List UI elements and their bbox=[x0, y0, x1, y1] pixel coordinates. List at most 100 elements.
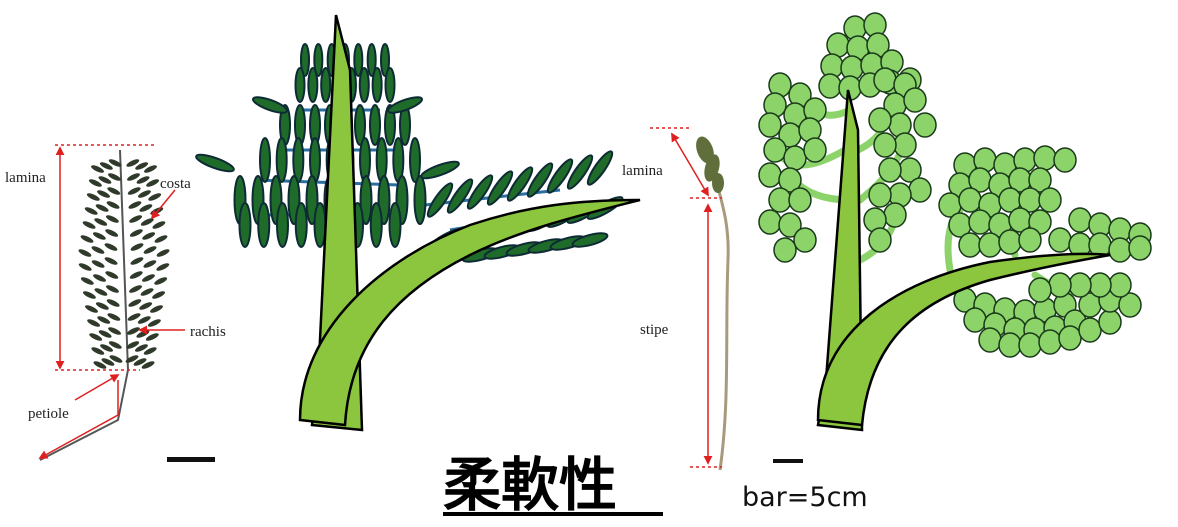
leaflet bbox=[128, 214, 143, 224]
scale-bar-right bbox=[773, 459, 803, 463]
label-rachis: rachis bbox=[190, 324, 226, 340]
leaflet bbox=[129, 270, 144, 280]
scale-text: bar=5cm bbox=[742, 482, 868, 513]
dark-leaflet bbox=[308, 68, 317, 102]
round-leaflet bbox=[959, 233, 981, 257]
leaflet bbox=[127, 298, 142, 308]
round-leaflet bbox=[1079, 318, 1101, 342]
leaflet bbox=[106, 298, 121, 308]
dark-leaflet bbox=[277, 203, 288, 247]
dark-leaflet bbox=[277, 138, 287, 182]
round-leaflet bbox=[1069, 208, 1091, 232]
round-leaflet bbox=[819, 74, 841, 98]
leaflet bbox=[153, 276, 168, 286]
round-leaflet bbox=[914, 113, 936, 137]
leaflet bbox=[140, 287, 155, 297]
round-leaflet bbox=[769, 188, 791, 212]
round-leaflet bbox=[964, 308, 986, 332]
round-leaflet bbox=[1069, 273, 1091, 297]
leaflet bbox=[95, 301, 110, 311]
dark-leaflet bbox=[571, 231, 608, 250]
leaflet bbox=[104, 270, 119, 280]
title-flexibility: 柔軟性 bbox=[443, 451, 617, 519]
title-underline bbox=[443, 512, 663, 516]
fern-illustration-round bbox=[759, 13, 1151, 430]
leaflet bbox=[143, 245, 158, 255]
round-leaflet bbox=[979, 328, 1001, 352]
leaflet bbox=[94, 287, 109, 297]
round-leaflet bbox=[1059, 326, 1081, 350]
leaflet bbox=[141, 273, 156, 283]
dark-leaflet bbox=[370, 105, 380, 145]
leaflet bbox=[156, 248, 171, 258]
round-leaflet bbox=[1089, 273, 1111, 297]
dark-leaflet bbox=[386, 68, 395, 102]
leaflet bbox=[128, 200, 143, 210]
leaflet bbox=[149, 304, 164, 314]
round-leaflet bbox=[1019, 333, 1041, 357]
leaflet bbox=[84, 304, 99, 314]
dark-leaflet bbox=[251, 94, 288, 116]
round-leaflet bbox=[909, 178, 931, 202]
leaflet bbox=[138, 203, 153, 213]
dark-leaflet bbox=[373, 68, 382, 102]
round-leaflet bbox=[869, 108, 891, 132]
label-costa: costa bbox=[160, 176, 191, 192]
stipe-photo bbox=[710, 150, 728, 470]
lamina-photo bbox=[693, 134, 724, 193]
round-leaflet bbox=[1034, 146, 1056, 170]
leaflet bbox=[82, 220, 97, 230]
round-leaflet bbox=[789, 188, 811, 212]
round-leaflet bbox=[804, 138, 826, 162]
leaflet bbox=[130, 242, 145, 252]
fern-specimen-left: lamina costa rachis petiole bbox=[5, 145, 226, 462]
label-lamina-left: lamina bbox=[5, 170, 46, 186]
leaflet bbox=[84, 206, 99, 216]
dark-leaflet bbox=[410, 138, 420, 182]
round-leaflet bbox=[1109, 273, 1131, 297]
label-stipe: stipe bbox=[640, 322, 669, 338]
round-leaflet bbox=[764, 138, 786, 162]
leaflet bbox=[141, 231, 156, 241]
leaflet bbox=[104, 256, 119, 266]
label-lamina-right: lamina bbox=[622, 163, 663, 179]
round-leaflet bbox=[874, 68, 896, 92]
round-leaflet bbox=[1049, 273, 1071, 297]
round-leaflet bbox=[959, 188, 981, 212]
dark-leaflet bbox=[390, 203, 401, 247]
leaflet bbox=[106, 200, 121, 210]
label-petiole: petiole bbox=[28, 406, 69, 422]
leaflet bbox=[142, 259, 157, 269]
dark-leaflet bbox=[371, 203, 382, 247]
round-leaflet bbox=[879, 158, 901, 182]
leaflet bbox=[80, 234, 95, 244]
round-leaflet bbox=[999, 333, 1021, 357]
dark-leaflet bbox=[194, 151, 235, 174]
round-leaflet bbox=[979, 233, 1001, 257]
round-leaflet bbox=[869, 183, 891, 207]
leaflet bbox=[104, 228, 119, 238]
round-leaflet bbox=[874, 133, 896, 157]
round-leaflet bbox=[1039, 188, 1061, 212]
round-leaflet bbox=[1054, 148, 1076, 172]
round-leaflet bbox=[759, 163, 781, 187]
round-leaflet bbox=[869, 228, 891, 252]
round-leaflet bbox=[784, 146, 806, 170]
leaflet bbox=[130, 256, 145, 266]
dark-leaflet bbox=[296, 68, 305, 102]
leaflet bbox=[91, 259, 106, 269]
dark-leaflet bbox=[321, 68, 330, 102]
round-leaflet bbox=[1049, 228, 1071, 252]
round-leaflet bbox=[794, 228, 816, 252]
leaflet bbox=[91, 245, 106, 255]
fern-illustration-dark bbox=[194, 15, 640, 430]
scale-bar-left bbox=[167, 457, 215, 462]
round-leaflet bbox=[1129, 236, 1151, 260]
leaflet bbox=[78, 262, 93, 272]
leaflet bbox=[154, 234, 169, 244]
leaflet bbox=[80, 276, 95, 286]
leaflet bbox=[151, 220, 166, 230]
leaflet bbox=[104, 242, 119, 252]
